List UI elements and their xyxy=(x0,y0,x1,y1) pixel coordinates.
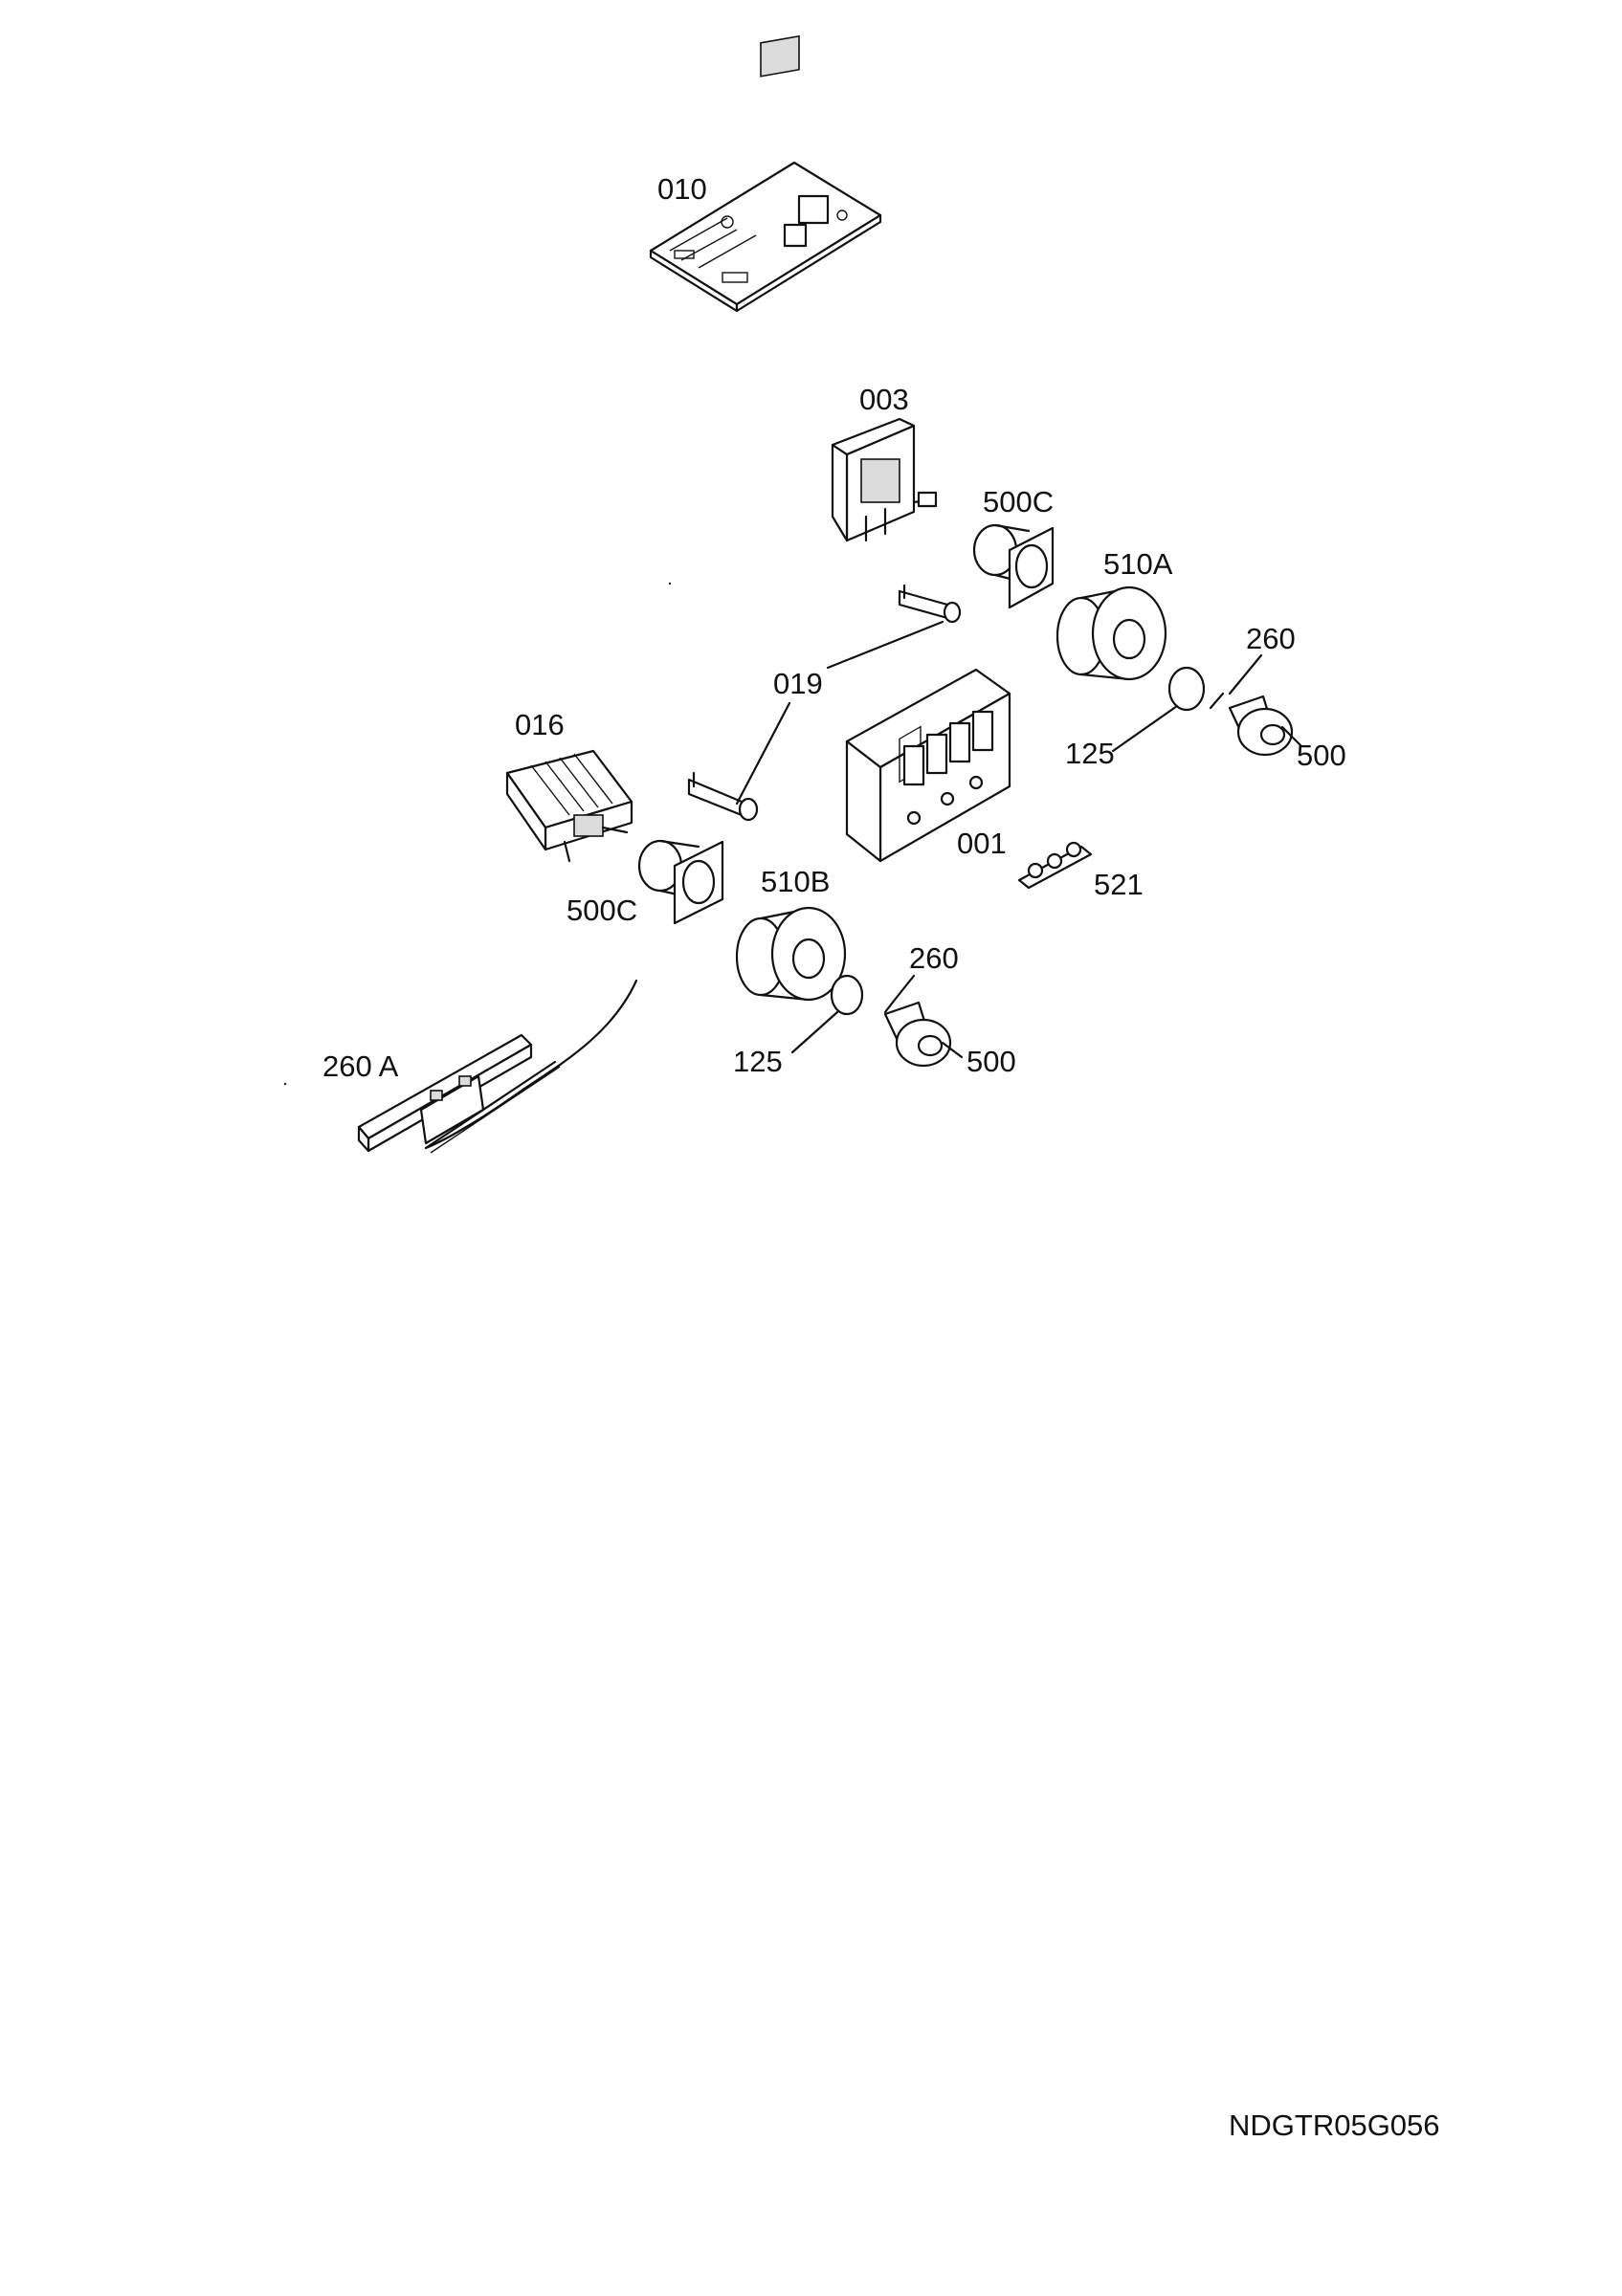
part-521-push-buttons xyxy=(1017,841,1093,890)
leader-260-top xyxy=(1228,653,1263,695)
part-510b-ring xyxy=(735,906,847,1002)
label-260-top: 260 xyxy=(1246,622,1296,655)
part-500-bottom-knob xyxy=(883,1001,964,1068)
label-521: 521 xyxy=(1094,868,1144,901)
part-019-lower-lamp xyxy=(687,771,759,822)
part-500c-left-sleeve xyxy=(637,839,724,925)
probe-wire xyxy=(424,979,638,1150)
label-125-bottom: 125 xyxy=(733,1045,783,1078)
label-016: 016 xyxy=(515,708,565,741)
label-125-top: 125 xyxy=(1065,737,1115,770)
label-500c-top: 500C xyxy=(983,485,1054,519)
part-260-bottom-spring xyxy=(883,998,897,1014)
part-016-selector-switch xyxy=(505,749,633,863)
scan-dot xyxy=(668,582,672,585)
label-260a: 260 A xyxy=(322,1049,399,1083)
probe-rod xyxy=(424,1060,557,1150)
label-500c-left: 500C xyxy=(567,894,637,927)
leader-125-top xyxy=(1111,704,1179,753)
part-260-top-spring xyxy=(1209,692,1225,710)
part-510a-ring xyxy=(1055,585,1167,681)
label-500-top: 500 xyxy=(1297,739,1346,772)
scan-dot xyxy=(283,1082,287,1086)
label-510a: 510A xyxy=(1103,547,1173,581)
part-010-control-board xyxy=(649,34,882,313)
leader-019-lower xyxy=(735,701,791,806)
part-003-rotary-switch xyxy=(831,417,938,542)
label-019: 019 xyxy=(773,667,823,700)
leader-260-bottom xyxy=(893,974,916,1002)
part-500c-top-sleeve xyxy=(972,523,1055,609)
label-003: 003 xyxy=(859,383,909,416)
part-019-upper-lamp xyxy=(898,584,962,624)
drawing-code: NDGTR05G056 xyxy=(1229,2108,1440,2142)
leader-125-bottom xyxy=(790,1010,839,1054)
probe-rod-edge xyxy=(430,1066,561,1154)
part-125-top-ring xyxy=(1167,666,1206,712)
label-500-bottom: 500 xyxy=(967,1045,1016,1078)
part-125-bottom-ring xyxy=(830,974,864,1016)
part-260a-bracket xyxy=(357,1033,533,1153)
part-001-timer-display xyxy=(845,668,1011,863)
label-510b: 510B xyxy=(761,865,830,898)
leader-019-upper xyxy=(826,620,944,670)
part-500-top-knob xyxy=(1228,695,1303,757)
label-010: 010 xyxy=(657,172,707,206)
label-001: 001 xyxy=(957,827,1007,860)
label-260-bottom: 260 xyxy=(909,941,959,975)
